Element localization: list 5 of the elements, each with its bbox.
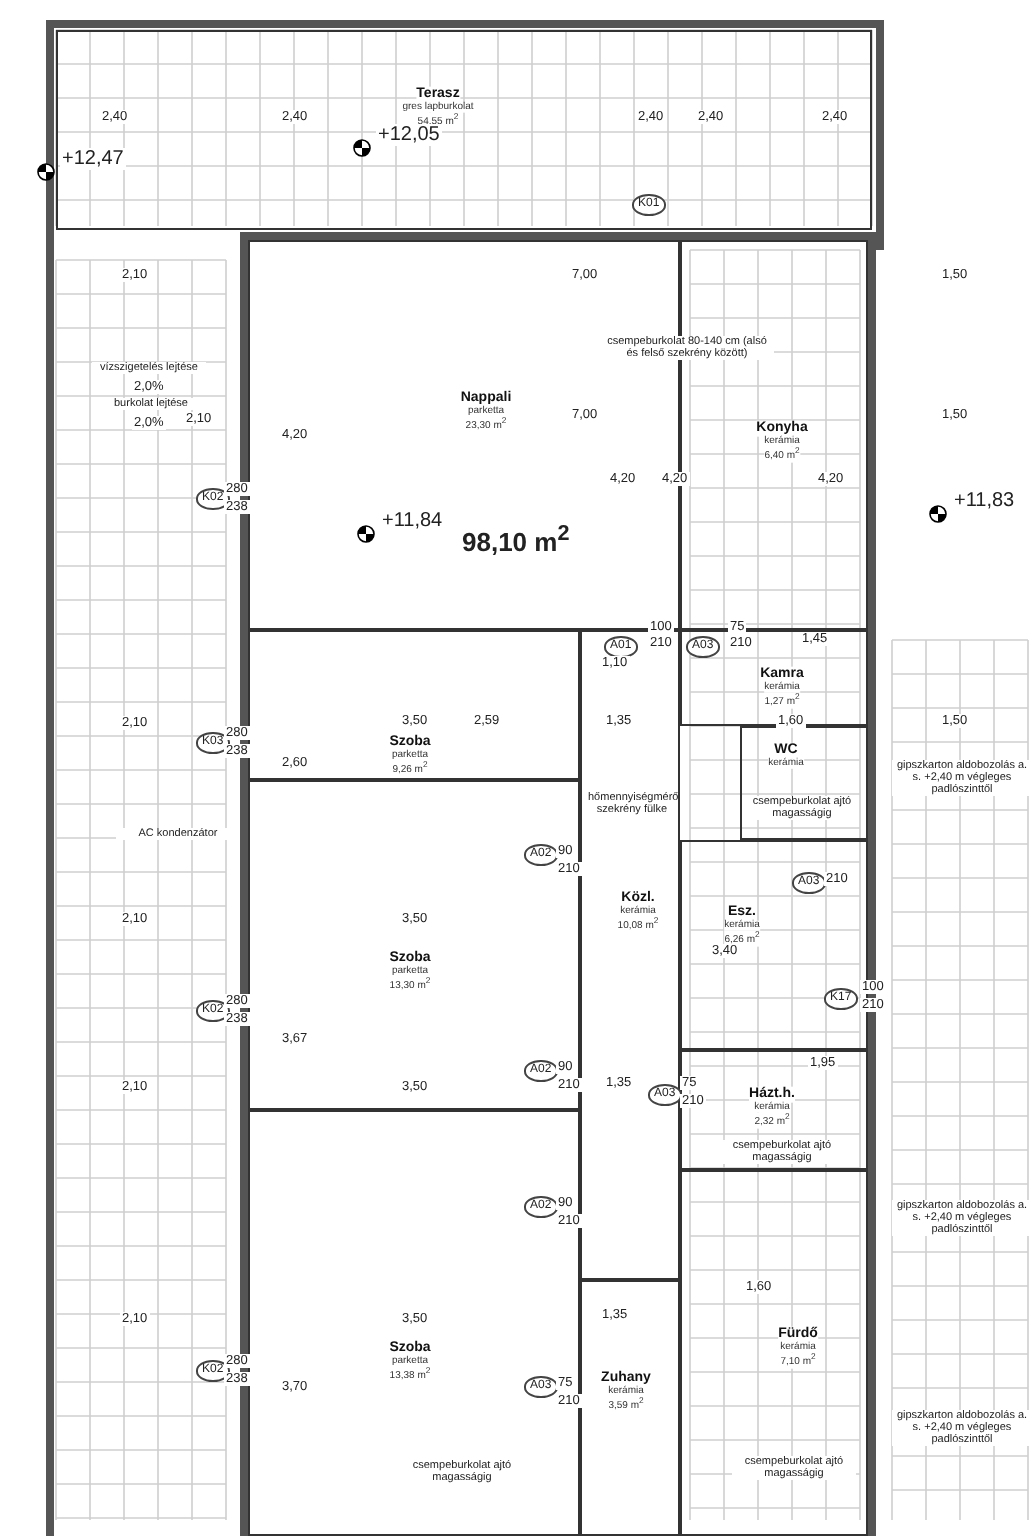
total-floor-area: 98,10 m$^{2}$ [460,524,572,558]
level-mark: +12,05 [376,124,442,146]
level-mark: +12,47 [60,148,126,170]
level-mark: +11,84 [380,510,445,532]
level-mark: +11,83 [952,490,1017,512]
